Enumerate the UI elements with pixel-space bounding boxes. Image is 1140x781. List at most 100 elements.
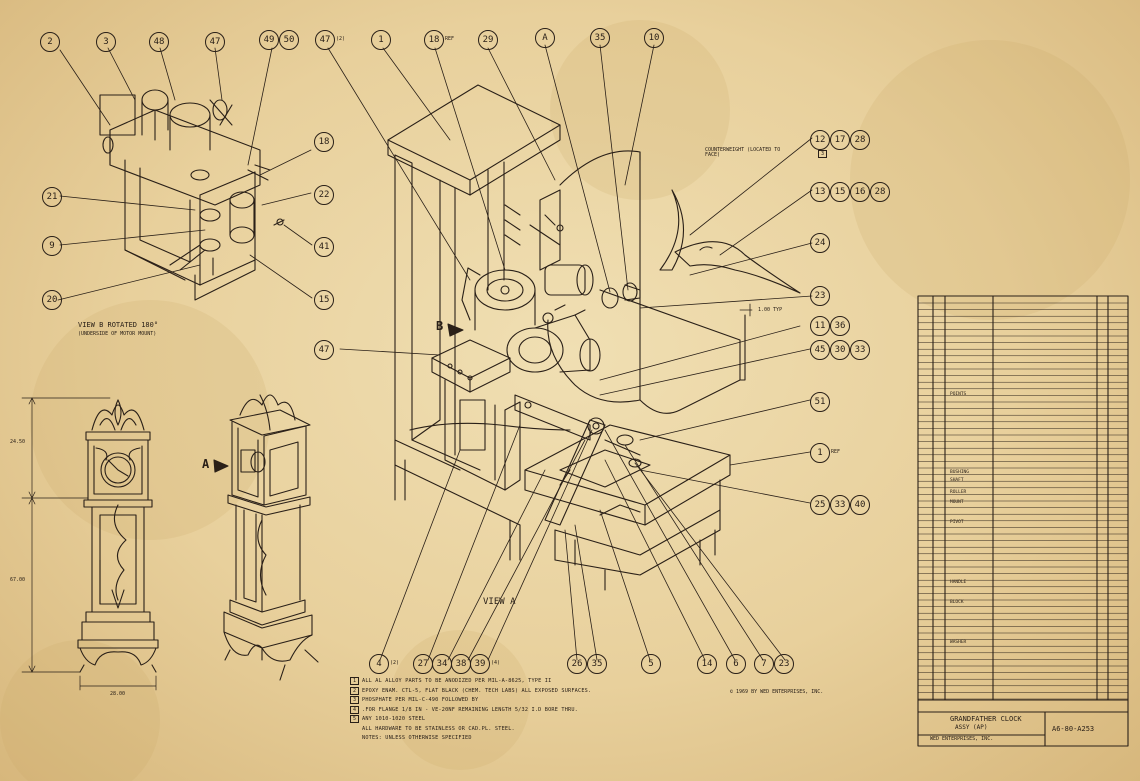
note-flag: 3 xyxy=(818,150,827,158)
callout-15b: 15 xyxy=(314,290,334,310)
dim-top: 24.50 xyxy=(10,439,26,445)
callout-25: 25 xyxy=(810,495,830,515)
callout-20: 20 xyxy=(42,290,62,310)
note-text: NOTES: UNLESS OTHERWISE SPECIFIED xyxy=(362,735,472,741)
parts-list-rows xyxy=(917,302,1129,700)
parts-list-item: BUSHING xyxy=(950,470,969,475)
note-text: ALL AL ALLOY PARTS TO BE ANODIZED PER MI… xyxy=(362,678,552,684)
note-number: 4 xyxy=(350,705,359,714)
callout-suffix: (2) xyxy=(390,660,400,666)
parts-list-item: WASHER xyxy=(950,640,967,645)
callout-21: 21 xyxy=(42,187,62,207)
callout-26: 26 xyxy=(567,654,587,674)
callout-34: 34 xyxy=(432,654,452,674)
callout-33b: 33 xyxy=(830,495,850,515)
parts-list-item: SHAFT xyxy=(950,478,964,483)
view-b-motor-mount xyxy=(99,89,285,301)
callout-28b: 28 xyxy=(870,182,890,202)
note-text: ALL HARDWARE TO BE STAINLESS OR CAD.PL. … xyxy=(362,725,515,732)
note-text: PHOSPHATE PER MIL-C-490 FOLLOWED BY xyxy=(362,697,479,703)
note-number: 3 xyxy=(350,696,359,704)
callout-45: 45 xyxy=(810,340,830,360)
callout-40: 40 xyxy=(850,495,870,515)
callout-6: 6 xyxy=(726,654,746,674)
callout-33a: 33 xyxy=(850,340,870,360)
callout-38: 38 xyxy=(451,654,471,674)
title-block-subtitle: ASSY (AP) xyxy=(955,724,988,731)
callout-35: 35 xyxy=(590,28,610,48)
callout-24: 24 xyxy=(810,233,830,253)
callout-23: 23 xyxy=(810,286,830,306)
callout-27: 27 xyxy=(413,654,433,674)
callout-10: 10 xyxy=(644,28,664,48)
view-b-title: VIEW B ROTATED 180° xyxy=(78,321,159,329)
drawing-number: A6-80-A253 xyxy=(1052,725,1095,733)
callout-47b: 47 xyxy=(315,30,335,50)
clock-front-elevation xyxy=(77,399,159,673)
callout-2: 2 xyxy=(40,32,60,52)
typ-dimension: 1.00 TYP xyxy=(758,307,783,313)
counterweight-label: COUNTERWEIGHT (LOCATED TO FACE) xyxy=(705,147,781,158)
callout-28a: 28 xyxy=(850,130,870,150)
callout-18: 18 xyxy=(424,30,444,50)
view-b-marker: B xyxy=(436,319,444,333)
view-b-arrow xyxy=(447,323,464,337)
parts-list-item: POINTS xyxy=(950,392,967,397)
view-a-arrow xyxy=(213,459,229,473)
title-block-title: GRANDFATHER CLOCK xyxy=(950,715,1022,723)
callout-49: 49 xyxy=(259,30,279,50)
view-a-marker: A xyxy=(202,457,210,471)
parts-list-item: BLOCK xyxy=(950,600,964,605)
callout-50: 50 xyxy=(279,30,299,50)
callout-1b: 1 xyxy=(810,443,830,463)
callout-15: 15 xyxy=(830,182,850,202)
parts-list-item: MOUNT xyxy=(950,500,964,505)
callout-48: 48 xyxy=(149,32,169,52)
callout-41: 41 xyxy=(314,237,334,257)
callout-51: 51 xyxy=(810,392,830,412)
note-number: 2 xyxy=(350,686,359,695)
callout-14: 14 xyxy=(697,654,717,674)
callout-1a: 1 xyxy=(371,30,391,50)
view-a-title: VIEW A xyxy=(483,597,516,607)
callout-suffix: REF xyxy=(445,36,455,42)
copyright: © 1969 BY WED ENTERPRISES, INC. xyxy=(730,689,824,695)
dimension-lines xyxy=(21,397,157,691)
callout-22: 22 xyxy=(314,185,334,205)
callout-5: 5 xyxy=(641,654,661,674)
callout-47a: 47 xyxy=(205,32,225,52)
callout-39: 39 xyxy=(470,654,490,674)
callout-17: 17 xyxy=(830,130,850,150)
callout-A: A xyxy=(535,28,555,48)
title-block xyxy=(917,699,1129,747)
callout-3: 3 xyxy=(96,32,116,52)
note-text: .FOR FLANGE 1/8 IN - VE-20NF REMAINING L… xyxy=(362,706,579,713)
view-b-subtitle: (UNDERSIDE OF MOTOR MOUNT) xyxy=(78,331,157,337)
callout-4: 4 xyxy=(369,654,389,674)
callout-7: 7 xyxy=(754,654,774,674)
title-block-company: WED ENTERPRISES, INC. xyxy=(930,736,994,742)
note-text: ANY 1010-1020 STEEL xyxy=(362,716,426,722)
callout-suffix: (4) xyxy=(491,660,501,666)
note-number: 5 xyxy=(350,715,359,723)
parts-list-item: HANDLE xyxy=(950,580,967,585)
callout-suffix: REF xyxy=(831,449,841,455)
callout-47c: 47 xyxy=(314,340,334,360)
parts-list-item: ROLLER xyxy=(950,490,967,495)
callout-35b: 35 xyxy=(587,654,607,674)
callout-11: 11 xyxy=(810,316,830,336)
clock-isometric xyxy=(223,394,319,681)
callout-suffix: (2) xyxy=(336,36,346,42)
callout-29: 29 xyxy=(478,30,498,50)
callout-16: 16 xyxy=(850,182,870,202)
callout-13: 13 xyxy=(810,182,830,202)
view-b-leaders xyxy=(57,47,313,301)
callout-9: 9 xyxy=(42,236,62,256)
paper-texture xyxy=(0,20,1130,781)
dim-width: 28.00 xyxy=(110,691,126,697)
callout-23b: 23 xyxy=(774,654,794,674)
note-text: EPOXY ENAM. CTL-5, FLAT BLACK (CHEM. TEC… xyxy=(362,687,592,694)
parts-list-item: PIVOT xyxy=(950,520,964,525)
main-leaders xyxy=(327,44,813,661)
